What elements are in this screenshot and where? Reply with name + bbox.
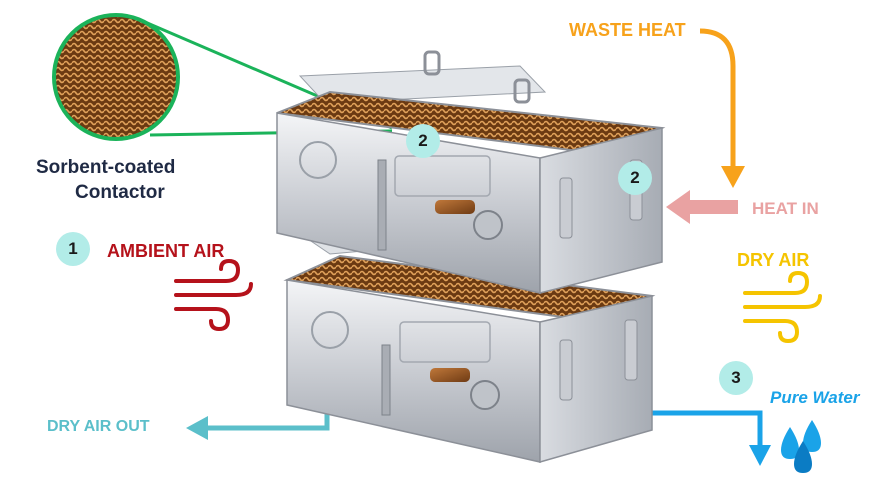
step-badge-water: 3	[719, 361, 753, 395]
ambient-air-label: AMBIENT AIR	[107, 241, 225, 261]
lower-module	[283, 225, 656, 463]
upper-module	[276, 50, 666, 294]
waste-heat-label: WASTE HEAT	[569, 20, 686, 40]
heat-in-label: HEAT IN	[752, 199, 819, 218]
step-badge-heat: 2	[618, 161, 652, 195]
contactor-label-line2: Contactor	[75, 182, 165, 203]
step-badge-contactor: 2	[406, 124, 440, 158]
heat-in-arrow	[666, 190, 738, 224]
dry-air-out-label: DRY AIR OUT	[47, 418, 150, 435]
dry-air-label: DRY AIR	[737, 250, 810, 270]
pure-water-label: Pure Water	[770, 388, 860, 407]
waste-heat-arrow	[699, 28, 745, 188]
contactor-zoom-circle	[52, 13, 180, 141]
step-badge-ambient: 1	[56, 232, 90, 266]
wind-icon	[743, 270, 822, 344]
water-drops-icon	[781, 420, 821, 473]
wind-icon	[174, 258, 253, 332]
contactor-label-line1: Sorbent-coated	[36, 157, 176, 178]
